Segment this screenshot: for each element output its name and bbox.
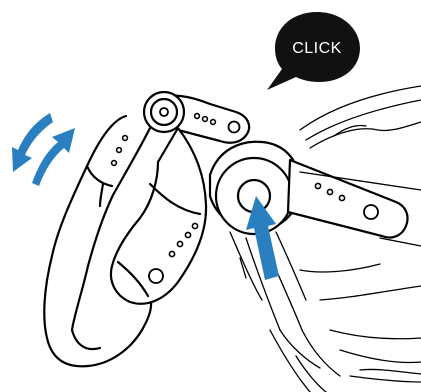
click-callout: CLICK (267, 12, 360, 90)
callout-label: CLICK (292, 40, 342, 57)
frame-lines (229, 85, 421, 392)
middle-arm (109, 126, 208, 305)
right-arm (286, 158, 409, 239)
push-up-arrow-icon (246, 196, 279, 280)
left-handlebar (43, 114, 153, 368)
callout-bubble (267, 12, 360, 90)
main-hinge (208, 140, 302, 236)
rotate-arrows-icon (12, 113, 75, 186)
upper-pivot-arm (142, 90, 251, 144)
